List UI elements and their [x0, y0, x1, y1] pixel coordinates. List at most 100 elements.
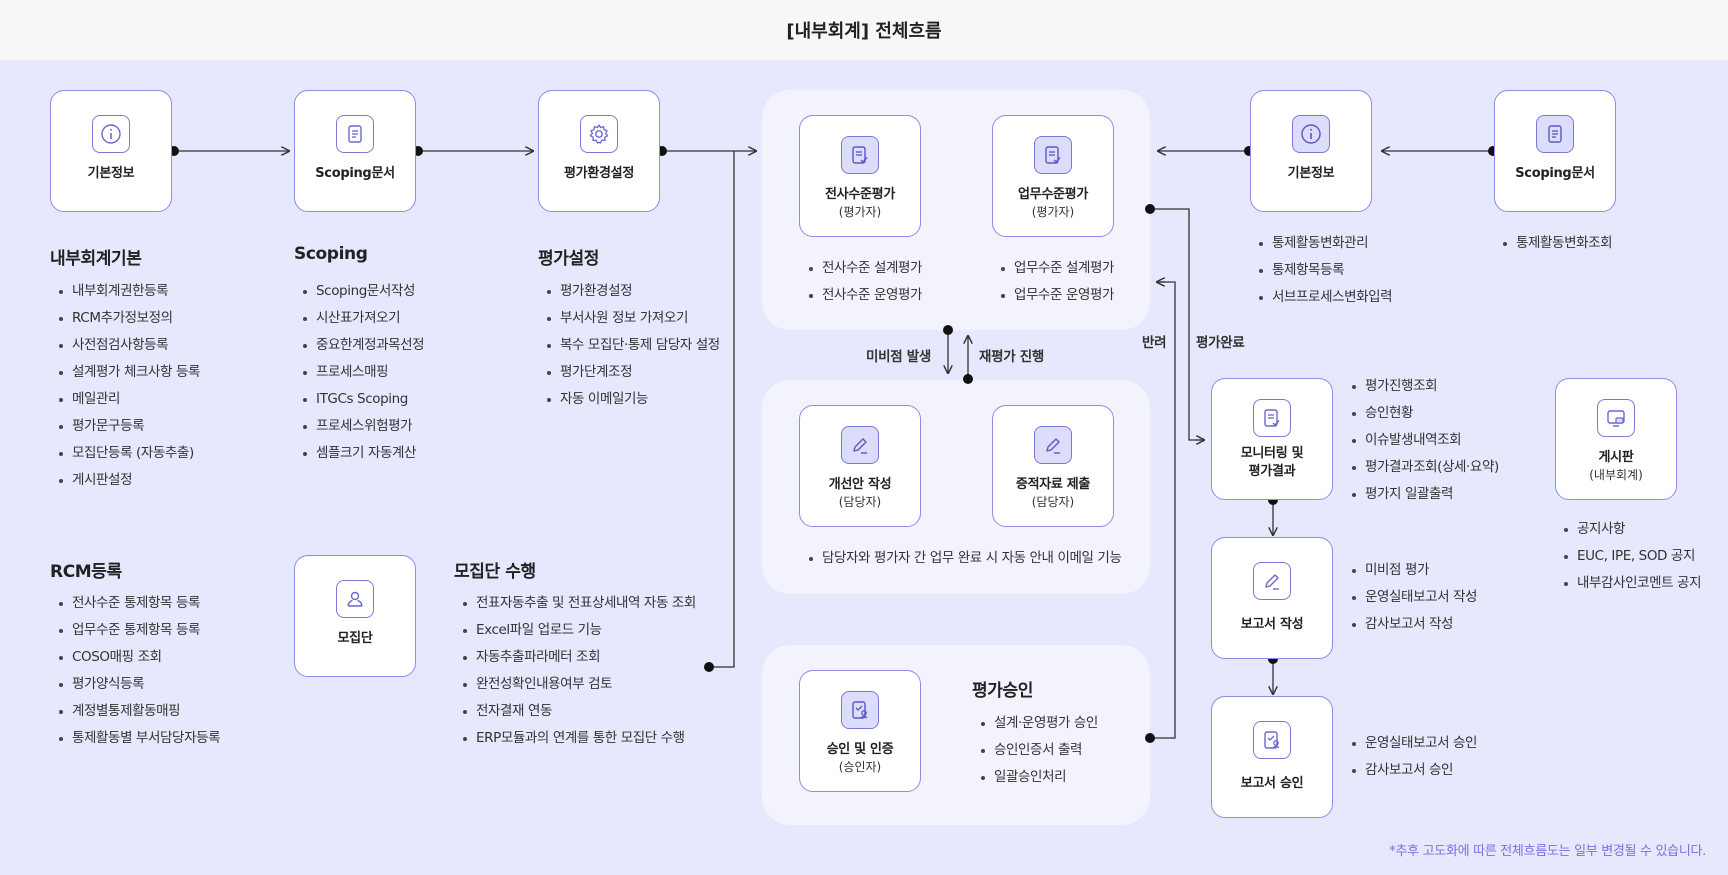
- list-item: 평가문구등록: [58, 413, 200, 440]
- list-item: 평가양식등록: [58, 671, 220, 698]
- card-monitoring-results[interactable]: 모니터링 및 평가결과: [1211, 378, 1333, 500]
- card-report-writing[interactable]: 보고서 작성: [1211, 537, 1333, 659]
- card-title: 기본정보: [1287, 166, 1335, 181]
- card-title: 게시판: [1598, 450, 1634, 465]
- card-title: Scoping문서: [315, 166, 395, 181]
- list-item: ITGCs Scoping: [302, 386, 424, 413]
- card-title: 증적자료 제출: [1015, 477, 1091, 492]
- list-item: 통제활동별 부서담당자등록: [58, 725, 221, 752]
- checklist-icon: [841, 136, 879, 174]
- list-scoping-doc-right: 통제활동변화조회: [1502, 230, 1613, 257]
- list-report-write: 미비점 평가 운영실태보고서 작성 감사보고서 작성: [1351, 557, 1477, 638]
- list-approval: 설계·운영평가 승인 승인인증서 출력 일괄승인처리: [980, 710, 1098, 791]
- card-company-level-eval[interactable]: 전사수준평가 (평가자): [799, 115, 921, 237]
- card-bulletin-board[interactable]: 게시판 (내부회계): [1555, 378, 1677, 500]
- list-sample-exec: 전표자동추출 및 전표상세내역 자동 조회 Excel파일 업로드 기능 자동추…: [462, 590, 696, 752]
- list-item: 모집단등록 (자동추출): [58, 440, 200, 467]
- list-item: 전표자동추출 및 전표상세내역 자동 조회: [462, 590, 696, 617]
- card-title: 업무수준평가: [1018, 187, 1088, 202]
- user-icon: [336, 580, 374, 618]
- list-item: COSO매핑 조회: [58, 644, 220, 671]
- list-item: 통제항목등록: [1258, 257, 1392, 284]
- card-sample-population[interactable]: 모집단: [294, 555, 416, 677]
- list-item: 내부회계권한등록: [58, 278, 200, 305]
- list-item: 서브프로세스변화입력: [1258, 284, 1393, 311]
- list-item: 담당자와 평가자 간 업무 완료 시 자동 안내 이메일 기능: [808, 545, 1122, 572]
- checklist-icon: [1034, 136, 1072, 174]
- list-item: 평가결과조회(상세·요약): [1351, 454, 1499, 481]
- card-title: 평가환경설정: [564, 166, 634, 181]
- list-item: EUC, IPE, SOD 공지: [1563, 543, 1701, 570]
- pencil-icon: [1253, 562, 1291, 600]
- list-rcm: 전사수준 통제항목 등록 업무수준 통제항목 등록 COSO매핑 조회 평가양식…: [58, 590, 221, 752]
- section-title-approval: 평가승인: [972, 681, 1033, 701]
- list-item: 평가지 일괄출력: [1351, 481, 1499, 508]
- list-item: 설계·운영평가 승인: [980, 710, 1098, 737]
- card-title: 모니터링 및: [1240, 446, 1304, 461]
- list-item: 승인현황: [1351, 400, 1499, 427]
- card-basic-info-right[interactable]: 기본정보: [1250, 90, 1372, 212]
- card-title: Scoping문서: [1515, 166, 1595, 181]
- header-bar: [내부회계] 전체흐름: [0, 0, 1728, 60]
- list-item: 전사수준 운영평가: [808, 282, 922, 309]
- card-improvement-plan[interactable]: 개선안 작성 (담당자): [799, 405, 921, 527]
- list-item: 계정별통제활동매핑: [58, 698, 220, 725]
- approval-icon: [841, 691, 879, 729]
- list-eval-setting: 평가환경설정 부서사원 정보 가져오기 복수 모집단·통제 담당자 설정 평가단…: [546, 278, 720, 413]
- card-subtitle: (내부회계): [1589, 468, 1643, 482]
- card-subtitle: (평가자): [838, 205, 882, 219]
- list-report-approve: 운영실태보고서 승인 감사보고서 승인: [1351, 730, 1477, 784]
- card-eval-environment[interactable]: 평가환경설정: [538, 90, 660, 212]
- list-item: 감사보고서 승인: [1351, 757, 1477, 784]
- list-item: 메일관리: [58, 386, 200, 413]
- list-item: 자동추출파라메터 조회: [462, 644, 696, 671]
- list-item: 일괄승인처리: [980, 764, 1098, 791]
- list-item: 프로세스매핑: [302, 359, 424, 386]
- list-item: 부서사원 정보 가져오기: [546, 305, 720, 332]
- card-scoping-document-right[interactable]: Scoping문서: [1494, 90, 1616, 212]
- label-reevaluation: 재평가 진행: [979, 349, 1044, 365]
- card-basic-info[interactable]: 기본정보: [50, 90, 172, 212]
- list-scoping: Scoping문서작성 시산표가져오기 중요한계정과목선정 프로세스매핑 ITG…: [302, 278, 425, 467]
- list-basic-info-right: 통제활동변화관리 통제항목등록 서브프로세스변화입력: [1258, 230, 1393, 311]
- card-business-level-eval[interactable]: 업무수준평가 (평가자): [992, 115, 1114, 237]
- list-item: 평가환경설정: [546, 278, 720, 305]
- approval-icon: [1253, 721, 1291, 759]
- list-item: 시산표가져오기: [302, 305, 424, 332]
- list-item: 프로세스위험평가: [302, 413, 424, 440]
- card-scoping-document[interactable]: Scoping문서: [294, 90, 416, 212]
- list-item: 복수 모집단·통제 담당자 설정: [546, 332, 720, 359]
- pencil-icon: [841, 426, 879, 464]
- list-item: 전사수준 통제항목 등록: [58, 590, 220, 617]
- list-item: 셈플크기 자동계산: [302, 440, 424, 467]
- list-item: Scoping문서작성: [302, 278, 424, 305]
- pencil-icon: [1034, 426, 1072, 464]
- card-subtitle: (담당자): [1031, 495, 1075, 509]
- list-item: 설계평가 체크사항 등록: [58, 359, 200, 386]
- list-company-eval: 전사수준 설계평가 전사수준 운영평가: [808, 255, 922, 309]
- list-icfr-basic: 내부회계권한등록 RCM추가정보정의 사전점검사항등록 설계평가 체크사항 등록…: [58, 278, 200, 494]
- list-item: 중요한계정과목선정: [302, 332, 425, 359]
- card-evidence-submission[interactable]: 증적자료 제출 (담당자): [992, 405, 1114, 527]
- list-item: 게시판설정: [58, 467, 200, 494]
- card-approval-certification[interactable]: 승인 및 인증 (승인자): [799, 670, 921, 792]
- list-monitoring: 평가진행조회 승인현황 이슈발생내역조회 평가결과조회(상세·요약) 평가지 일…: [1351, 373, 1499, 508]
- card-title: 전사수준평가: [825, 187, 895, 202]
- section-title-rcm: RCM등록: [50, 562, 122, 582]
- card-title: 보고서 승인: [1240, 776, 1304, 791]
- section-title-sample-exec: 모집단 수행: [454, 562, 536, 582]
- list-item: 미비점 평가: [1351, 557, 1477, 584]
- list-item: 공지사항: [1563, 516, 1701, 543]
- gear-icon: [580, 115, 618, 153]
- list-item: 내부감사인코멘트 공지: [1563, 570, 1701, 597]
- list-item: 사전점검사항등록: [58, 332, 200, 359]
- list-item: Excel파일 업로드 기능: [462, 617, 696, 644]
- list-business-eval: 업무수준 설계평가 업무수준 운영평가: [1000, 255, 1114, 309]
- list-item: 운영실태보고서 승인: [1351, 730, 1477, 757]
- list-board: 공지사항 EUC, IPE, SOD 공지 내부감사인코멘트 공지: [1563, 516, 1701, 597]
- list-item: 전자결재 연동: [462, 698, 696, 725]
- card-title: 기본정보: [87, 166, 135, 181]
- info-icon: [92, 115, 130, 153]
- list-item: 통제활동변화조회: [1502, 230, 1613, 257]
- card-report-approval[interactable]: 보고서 승인: [1211, 696, 1333, 818]
